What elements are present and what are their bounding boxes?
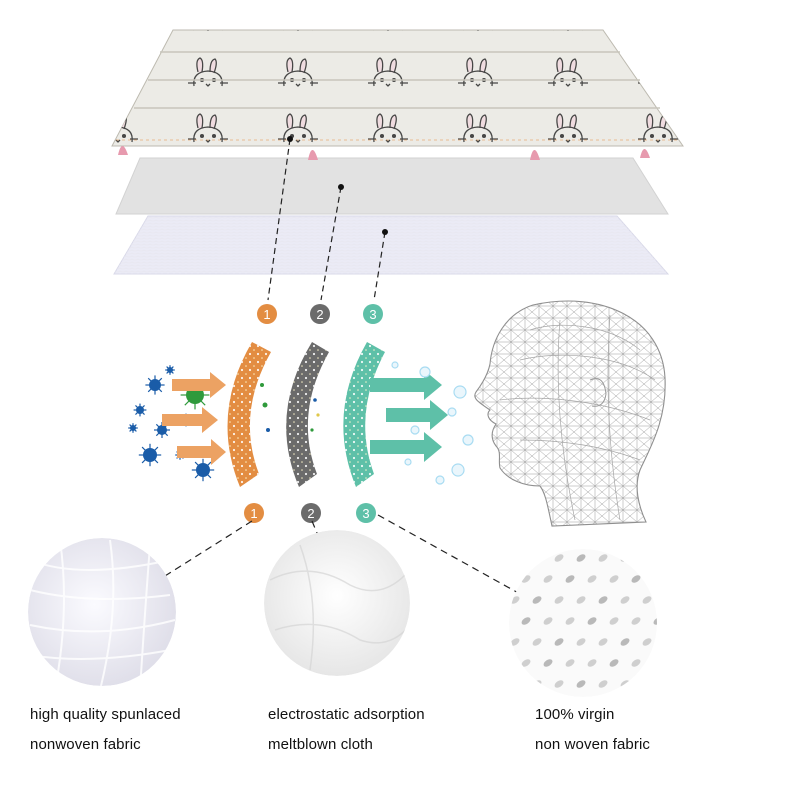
filter-arc-3 [343,342,385,487]
layer-marker-1: 1 [244,503,264,523]
virus-icon [191,458,215,482]
filter-arc-2 [286,342,329,487]
water-bubble-icon [462,434,474,446]
virus-icon [145,375,165,395]
layer-marker-2: 2 [310,304,330,324]
water-bubble-icon [404,458,412,466]
filter-arc-1 [227,342,271,487]
water-bubbles [391,361,474,485]
virus-icon [138,443,162,467]
mask-layer-stack [111,29,684,275]
virus-icon [165,365,175,375]
caption-line: meltblown cloth [268,736,373,753]
water-bubble-icon [391,361,399,369]
arrow-icon [162,407,218,433]
caption-line: nonwoven fabric [30,736,141,753]
material-caption-2: electrostatic adsorption meltblown cloth [268,700,425,760]
water-bubble-icon [453,385,467,399]
arrow-icon [370,370,442,400]
mask-layer-1-sheet [111,29,684,160]
clean-air-arrows [370,370,448,462]
water-bubble-icon [410,425,420,435]
layer-marker-number: 2 [307,506,314,521]
layer-marker-number: 3 [369,307,376,322]
layer-marker-number: 1 [263,307,270,322]
mask-layer-2-sheet [115,157,669,215]
virus-icon [133,403,147,417]
head-mesh-icon [474,300,666,527]
layer-marker-3: 3 [363,304,383,324]
arrow-icon [172,372,226,398]
material-swatch-1 [28,538,176,686]
material-swatch-3 [509,549,657,697]
layer-marker-number: 2 [316,307,323,322]
water-bubble-icon [419,366,431,378]
material-caption-1: high quality spunlaced nonwoven fabric [30,700,181,760]
top-markers: 1 2 3 [257,304,383,324]
material-caption-3: 100% virgin non woven fabric [535,700,650,760]
trapped-particles [260,383,320,432]
layer-marker-2: 2 [301,503,321,523]
virus-icon [128,423,138,433]
water-bubble-icon [451,463,465,477]
water-bubble-icon [435,475,445,485]
layer-marker-number: 1 [250,506,257,521]
bottom-markers: 1 2 3 [244,503,376,523]
incoming-arrows [162,372,226,465]
material-swatch-2 [264,530,410,676]
caption-line: 100% virgin [535,706,615,723]
water-bubble-icon [447,407,457,417]
layer-marker-1: 1 [257,304,277,324]
arrow-icon [386,400,448,430]
arrow-icon [370,432,442,462]
layer-marker-3: 3 [356,503,376,523]
layer-marker-number: 3 [362,506,369,521]
arrow-icon [177,439,226,465]
caption-line: non woven fabric [535,736,651,753]
caption-line: high quality spunlaced [30,706,181,723]
caption-line: electrostatic adsorption [268,706,425,723]
